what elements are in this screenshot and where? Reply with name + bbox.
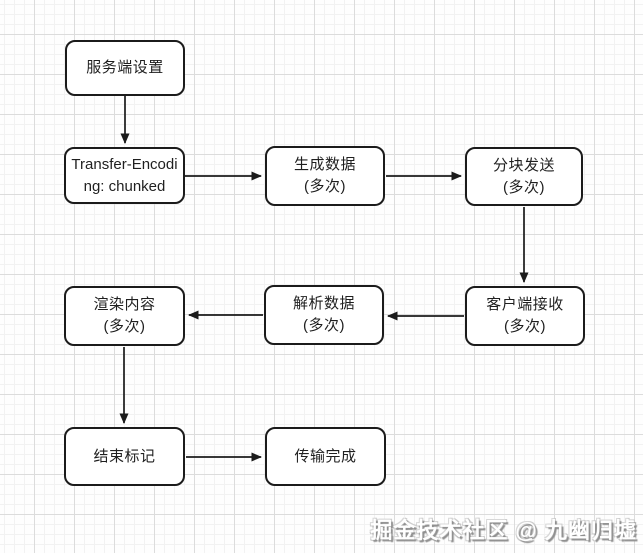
node-parse-data: 解析数据 (多次) — [264, 285, 384, 345]
node-generate-data-label: 生成数据 — [293, 156, 356, 174]
watermark-text: 掘金技术社区 @ 九幽归墟 — [370, 518, 637, 543]
node-render-content: 渲染内容 (多次) — [64, 286, 185, 346]
node-end-marker: 结束标记 — [64, 427, 185, 486]
node-parse-data-sublabel: (多次) — [303, 317, 345, 334]
node-client-receive-sublabel: (多次) — [504, 318, 546, 335]
node-chunked-send-label: 分块发送 — [492, 156, 555, 174]
node-render-content-label: 渲染内容 — [93, 296, 156, 314]
node-server-setup: 服务端设置 — [65, 40, 185, 96]
node-client-receive-label: 客户端接收 — [486, 296, 564, 314]
node-generate-data-sublabel: (多次) — [304, 178, 346, 195]
node-transfer-encoding-label: Transfer-Encoding: chunked — [71, 155, 178, 195]
node-client-receive: 客户端接收 (多次) — [465, 286, 585, 346]
node-transfer-complete-label: 传输完成 — [294, 447, 357, 465]
node-parse-data-label: 解析数据 — [292, 295, 355, 313]
node-chunked-send-sublabel: (多次) — [503, 178, 545, 196]
node-generate-data: 生成数据 (多次) — [265, 146, 385, 206]
node-end-marker-label: 结束标记 — [93, 447, 156, 465]
node-transfer-encoding: Transfer-Encoding: chunked — [64, 147, 185, 204]
node-render-content-sublabel: (多次) — [103, 318, 146, 335]
node-server-setup-label: 服务端设置 — [86, 59, 164, 77]
node-transfer-complete: 传输完成 — [265, 427, 386, 486]
node-chunked-send: 分块发送 (多次) — [465, 147, 583, 206]
